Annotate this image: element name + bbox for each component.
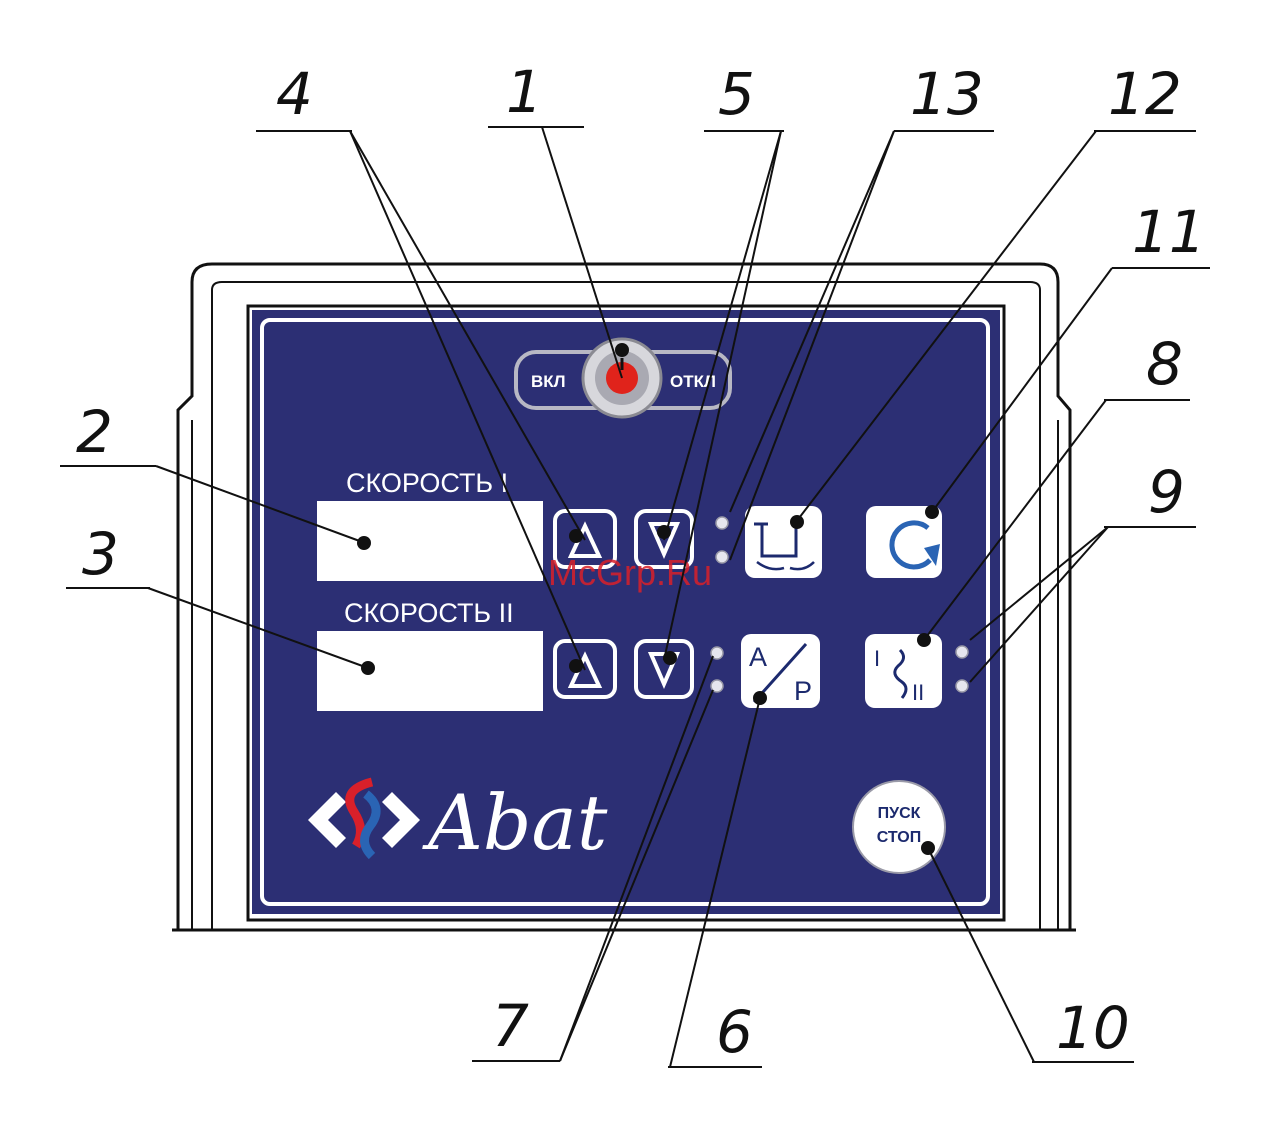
bowl-rotation-button[interactable] [745, 506, 822, 578]
callout-9: 9 [1148, 458, 1185, 526]
speed1-display [317, 501, 543, 581]
callout-5: 5 [718, 60, 755, 128]
speed-shift-button[interactable]: I II [865, 634, 942, 708]
led-indicator [716, 517, 728, 529]
callout-12: 12 [1108, 60, 1182, 128]
callout-6: 6 [716, 998, 753, 1066]
led-indicator [716, 551, 728, 563]
shift-label-right: II [912, 680, 924, 705]
shift-label-left: I [874, 646, 880, 671]
brand-name: Abat [422, 778, 608, 867]
start-label-line1: ПУСК [878, 805, 921, 822]
led-indicator [956, 646, 968, 658]
callout-2: 2 [76, 398, 113, 466]
mode-letter-p: P [794, 676, 812, 706]
speed2-display [317, 631, 543, 711]
callout-1: 1 [506, 58, 543, 126]
callout-11: 11 [1132, 198, 1206, 266]
callout-10: 10 [1056, 994, 1130, 1062]
auto-manual-button[interactable]: A P [741, 634, 820, 708]
mode-letter-a: A [749, 642, 767, 672]
callout-4: 4 [276, 60, 313, 128]
start-label-line2: СТОП [877, 829, 921, 846]
callout-8: 8 [1146, 330, 1183, 398]
speed2-down-button[interactable] [636, 641, 692, 697]
led-indicator [956, 680, 968, 692]
switch-on-label: ВКЛ [531, 372, 566, 391]
speed1-label: СКОРОСТЬ I [346, 468, 508, 498]
start-stop-button[interactable]: ПУСК СТОП [853, 781, 945, 873]
speed2-label: СКОРОСТЬ II [344, 598, 514, 628]
callout-7: 7 [492, 992, 529, 1060]
callout-3: 3 [82, 520, 119, 588]
callout-13: 13 [910, 60, 984, 128]
